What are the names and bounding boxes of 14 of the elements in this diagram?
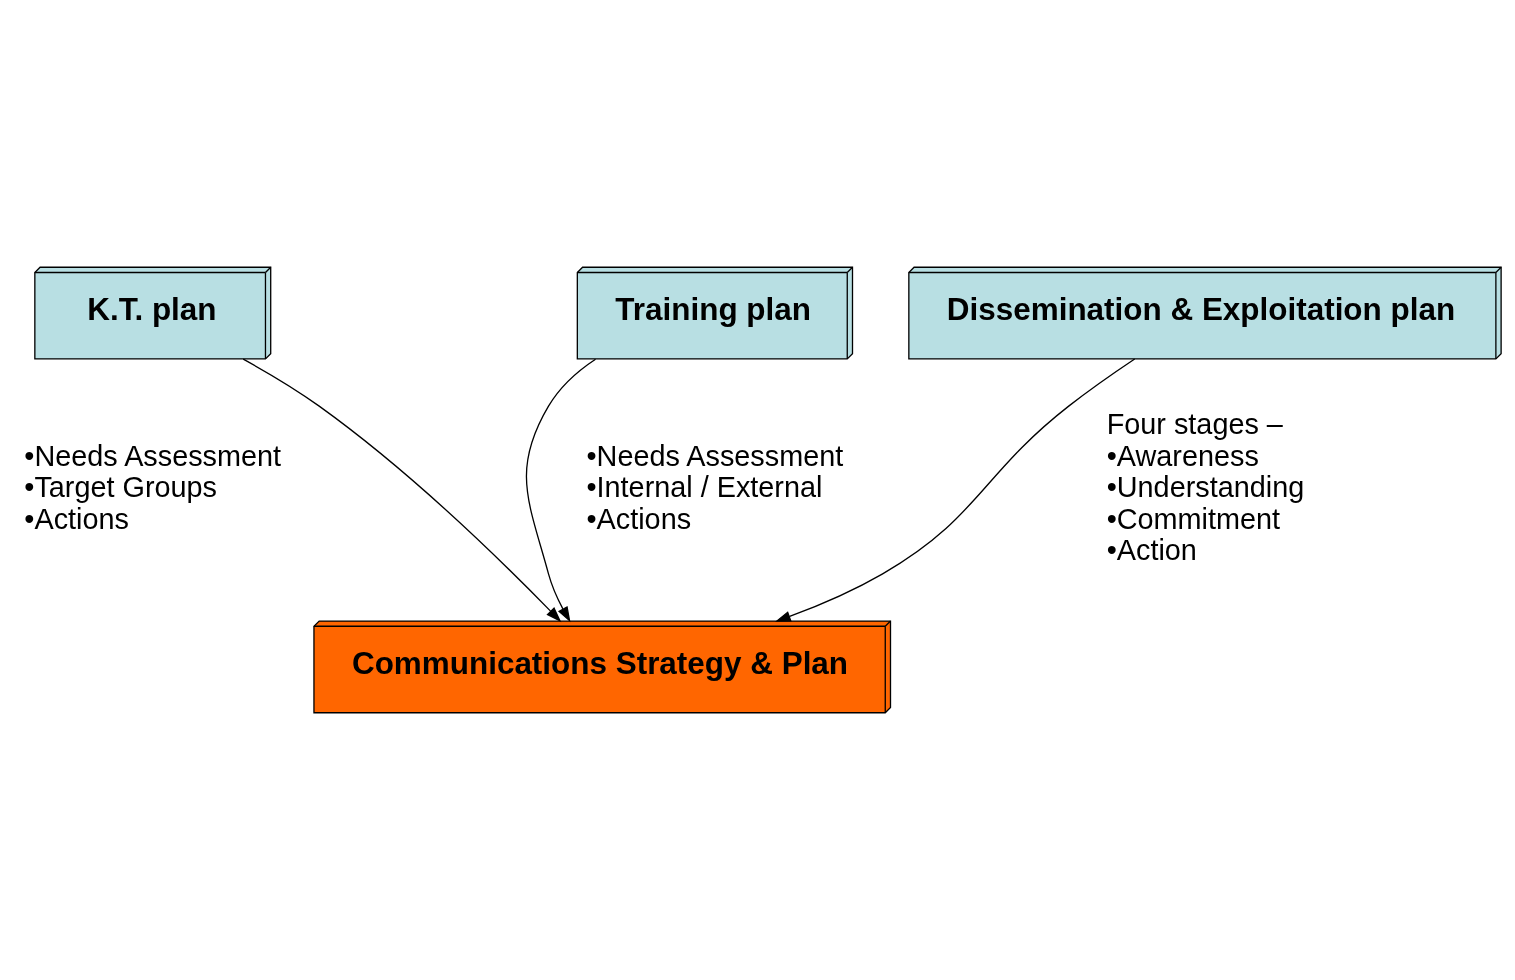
node-label: •Needs Assessment: [586, 439, 844, 472]
node-label: •Actions: [586, 502, 692, 535]
node-label: •Internal / External: [586, 471, 823, 504]
node-label: •Target Groups: [24, 471, 218, 504]
arrow: [775, 358, 1136, 622]
arrow: [242, 358, 562, 623]
node-label: •Action: [1106, 534, 1197, 567]
node-label: •Commitment: [1106, 502, 1281, 535]
node-label: •Awareness: [1106, 439, 1259, 472]
node-label: Four stages –: [1106, 408, 1283, 441]
node-label: •Understanding: [1106, 471, 1305, 504]
node-label: •Actions: [24, 502, 129, 535]
node-label: •Needs Assessment: [24, 439, 282, 472]
arrow: [525, 358, 597, 623]
